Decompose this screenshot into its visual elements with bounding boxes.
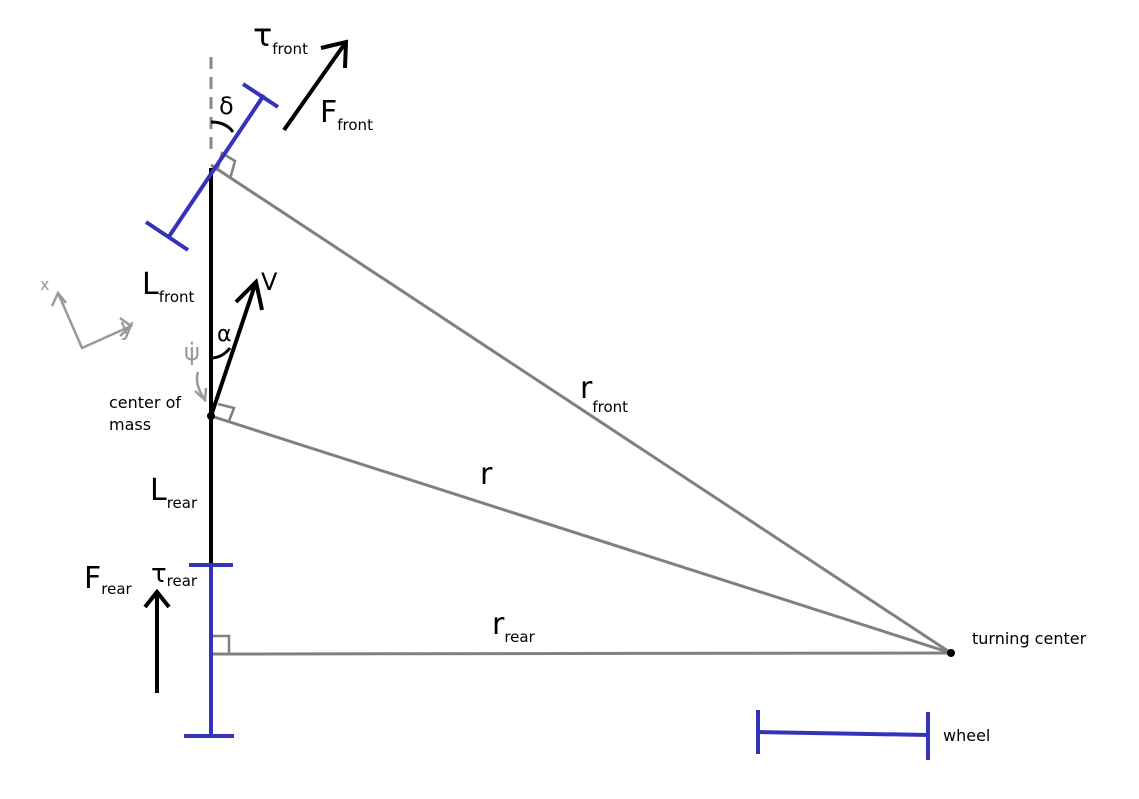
psi-dot-arc-arrowhead [194,387,208,403]
r-front-label: rfront [580,371,628,416]
center-of-mass-dot [207,412,215,420]
legend-wheel [757,730,929,737]
x-axis-arrowhead [50,290,67,307]
r-label: r [480,457,493,492]
velocity-arrow-shaft [209,281,258,417]
cm-right-angle-marker [217,402,236,422]
alpha-label: α [217,322,232,347]
f-rear-label: Frear [84,561,133,598]
axis-y-label: y [120,313,134,341]
local-axes [56,292,132,350]
center-of-mass-label-line1: center of [109,393,181,412]
rear-force-arrowhead [143,588,171,609]
y-axis-arrowhead [119,316,133,337]
front-wheel-top-cap [241,82,280,109]
center-of-mass-label-line2: mass [109,415,151,434]
tau-front-label: τfront [253,16,308,58]
f-front-label: Ffront [320,95,373,134]
r-rear-line [210,651,952,656]
front-wheel-bottom-cap [144,220,190,252]
r-line [210,414,952,655]
r-rear-label: rrear [492,607,536,646]
rear-right-angle-marker [211,634,231,654]
tau-rear-label: τrear [151,559,198,590]
turning-center-label: turning center [972,629,1087,648]
psi-dot-label: ψ̇ [184,338,200,366]
front-wheel [166,93,266,240]
delta-label: δ [219,92,234,120]
l-rear-label: Lrear [150,473,198,512]
axis-x-label: x [40,275,49,294]
front-force-arrowhead [320,39,349,69]
r-front-line [210,163,952,655]
velocity-label: V [261,268,278,296]
front-force-arrow-shaft [282,40,348,132]
l-front-label: Lfront [142,267,195,306]
velocity-arrowhead [234,277,264,311]
delta-angle-arc [210,120,235,133]
alpha-angle-arc [210,347,232,360]
turning-center-dot [947,649,955,657]
wheel-legend-label: wheel [943,726,990,745]
